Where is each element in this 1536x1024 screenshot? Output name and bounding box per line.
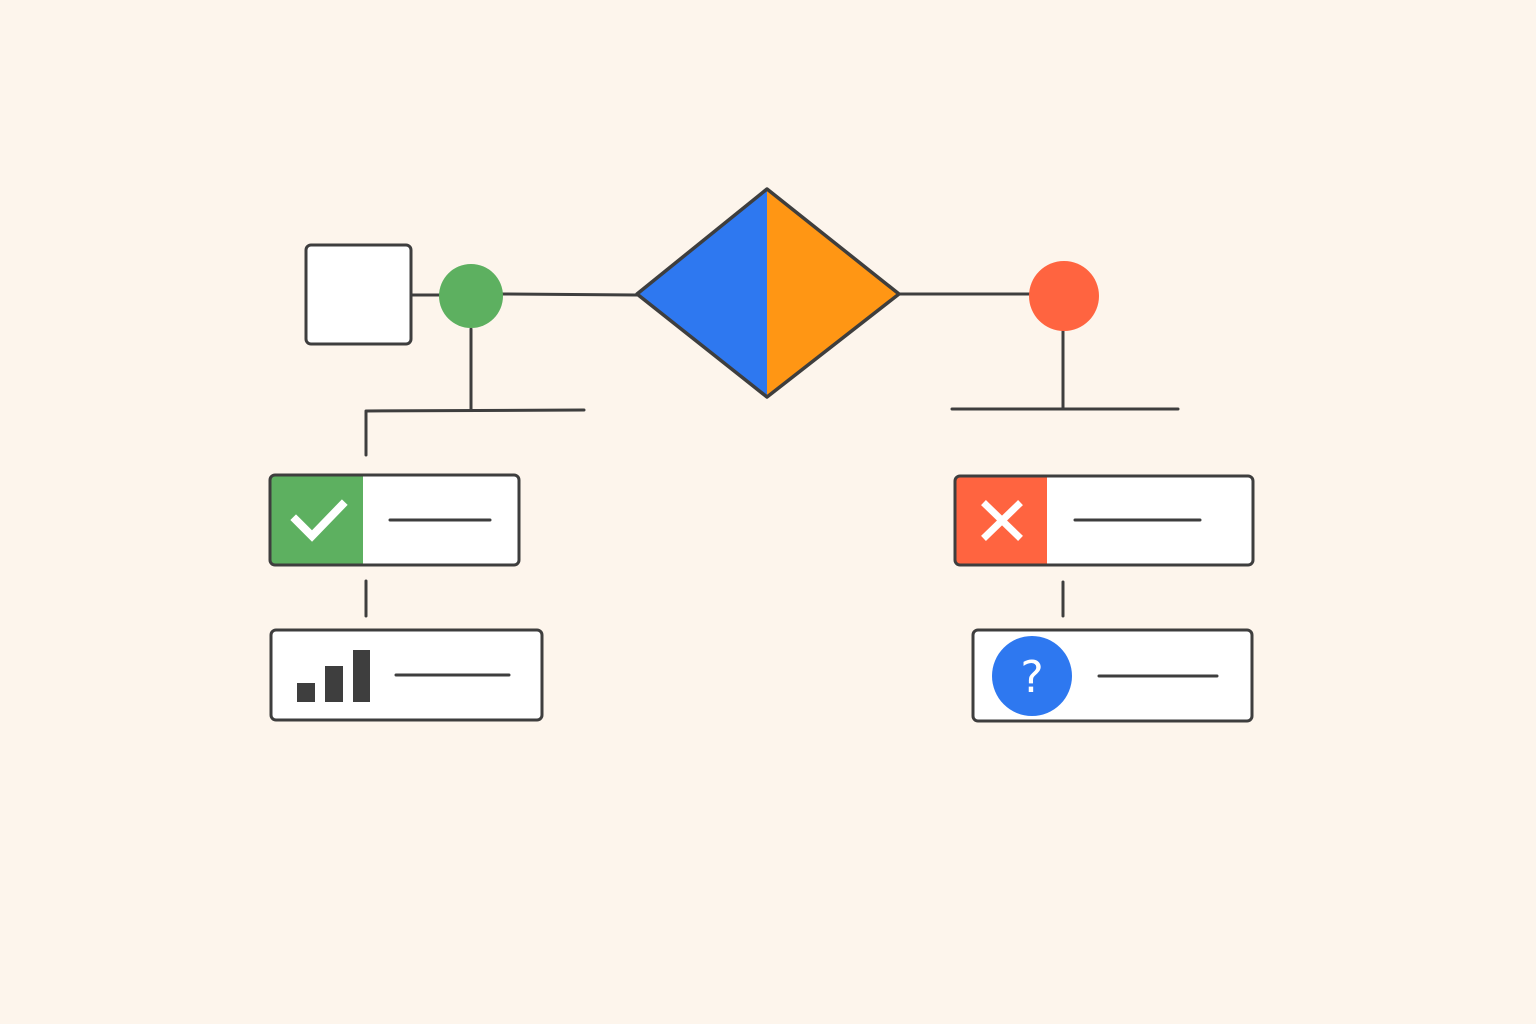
- chart-card[interactable]: [269, 628, 544, 722]
- yes-connector-node[interactable]: [439, 264, 503, 328]
- decision-diamond-outline: [635, 187, 901, 399]
- question-icon: ?: [992, 636, 1072, 716]
- start-box[interactable]: [304, 243, 413, 346]
- connector-left-branch: [364, 408, 586, 457]
- failure-card-outline: [953, 474, 1255, 567]
- question-icon-glyph: ?: [1020, 652, 1043, 703]
- bar-chart-icon-bar-medium: [325, 666, 343, 702]
- connector-lines: [364, 292, 1180, 618]
- decision-diamond-right-half: [767, 189, 899, 397]
- x-icon: [981, 500, 1023, 541]
- bar-chart-icon-bar-tall: [353, 650, 370, 702]
- question-icon-circle: [992, 636, 1072, 716]
- success-card-outline: [268, 473, 521, 567]
- x-icon-stroke-b: [981, 500, 1023, 541]
- help-card[interactable]: ?: [971, 628, 1254, 723]
- decision-diamond[interactable]: [635, 187, 901, 399]
- failure-card[interactable]: [953, 474, 1255, 567]
- bar-chart-icon-bar-short: [297, 683, 315, 702]
- decision-diamond-left-half: [637, 189, 767, 397]
- connector-yes-to-decision: [500, 292, 639, 297]
- bar-chart-icon: [297, 650, 370, 702]
- check-icon: [290, 499, 348, 542]
- success-card[interactable]: [268, 473, 521, 567]
- no-connector-node[interactable]: [1029, 261, 1099, 331]
- success-card-icon-area: [270, 475, 363, 565]
